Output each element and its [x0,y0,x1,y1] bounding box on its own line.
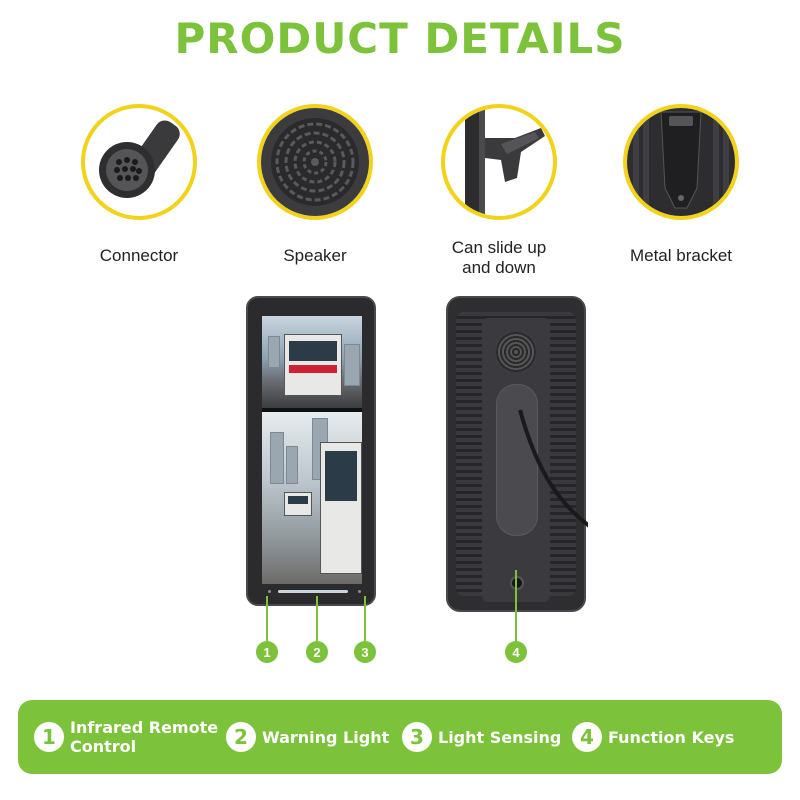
legend-text: Light Sensing [438,727,562,747]
feature-slide-mount-image [441,104,557,220]
feature-label: Can slide up and down [451,238,547,277]
legend-item-light-sensing: 3 Light Sensing [402,700,561,774]
feature-bracket-image [623,104,739,220]
feature-metal-bracket: Metal bracket [596,104,766,266]
speaker-icon [261,108,369,216]
feature-label: Connector [99,246,179,265]
legend-bar: 1 Infrared Remote Control 2 Warning Ligh… [18,700,782,774]
feature-connector: Connector [54,104,224,266]
monitor-front [246,296,376,606]
marker-1: 1 [256,641,278,663]
speaker-grille [496,332,536,372]
feature-slide-mount: Can slide up and down [414,104,584,278]
legend-number: 1 [34,722,64,752]
legend-item-infrared: 1 Infrared Remote Control [34,700,218,774]
legend-text: Function Keys [608,727,735,747]
feature-connector-image [81,104,197,220]
monitor-screen [262,316,362,584]
feature-speaker-image [257,104,373,220]
marker-3: 3 [354,641,376,663]
feature-label: Metal bracket [629,246,733,265]
function-key[interactable] [510,576,524,590]
cable [518,409,588,528]
camera-view-top [262,316,362,408]
legend-text: Warning Light [262,727,390,747]
infrared-sensor [268,590,271,593]
legend-text: Infrared Remote Control [70,718,219,756]
connector-icon [99,120,180,198]
feature-label: Speaker [283,246,347,265]
feature-speaker: Speaker [230,104,400,266]
bus-image [284,334,342,396]
bracket-icon [627,108,735,216]
legend-item-warning-light: 2 Warning Light [226,700,389,774]
legend-number: 2 [226,722,256,752]
legend-number: 3 [402,722,432,752]
mount-bracket [496,384,538,536]
page-title: PRODUCT DETAILS [174,14,626,63]
legend-item-function-keys: 4 Function Keys [572,700,734,774]
marker-4: 4 [505,641,527,663]
marker-2: 2 [306,641,328,663]
warning-light-bar [278,590,348,593]
slide-mount-icon [465,108,545,216]
legend-number: 4 [572,722,602,752]
monitor-back [446,296,588,612]
camera-view-bottom [262,412,362,584]
bus-side-image [320,442,362,574]
light-sensor [358,590,361,593]
